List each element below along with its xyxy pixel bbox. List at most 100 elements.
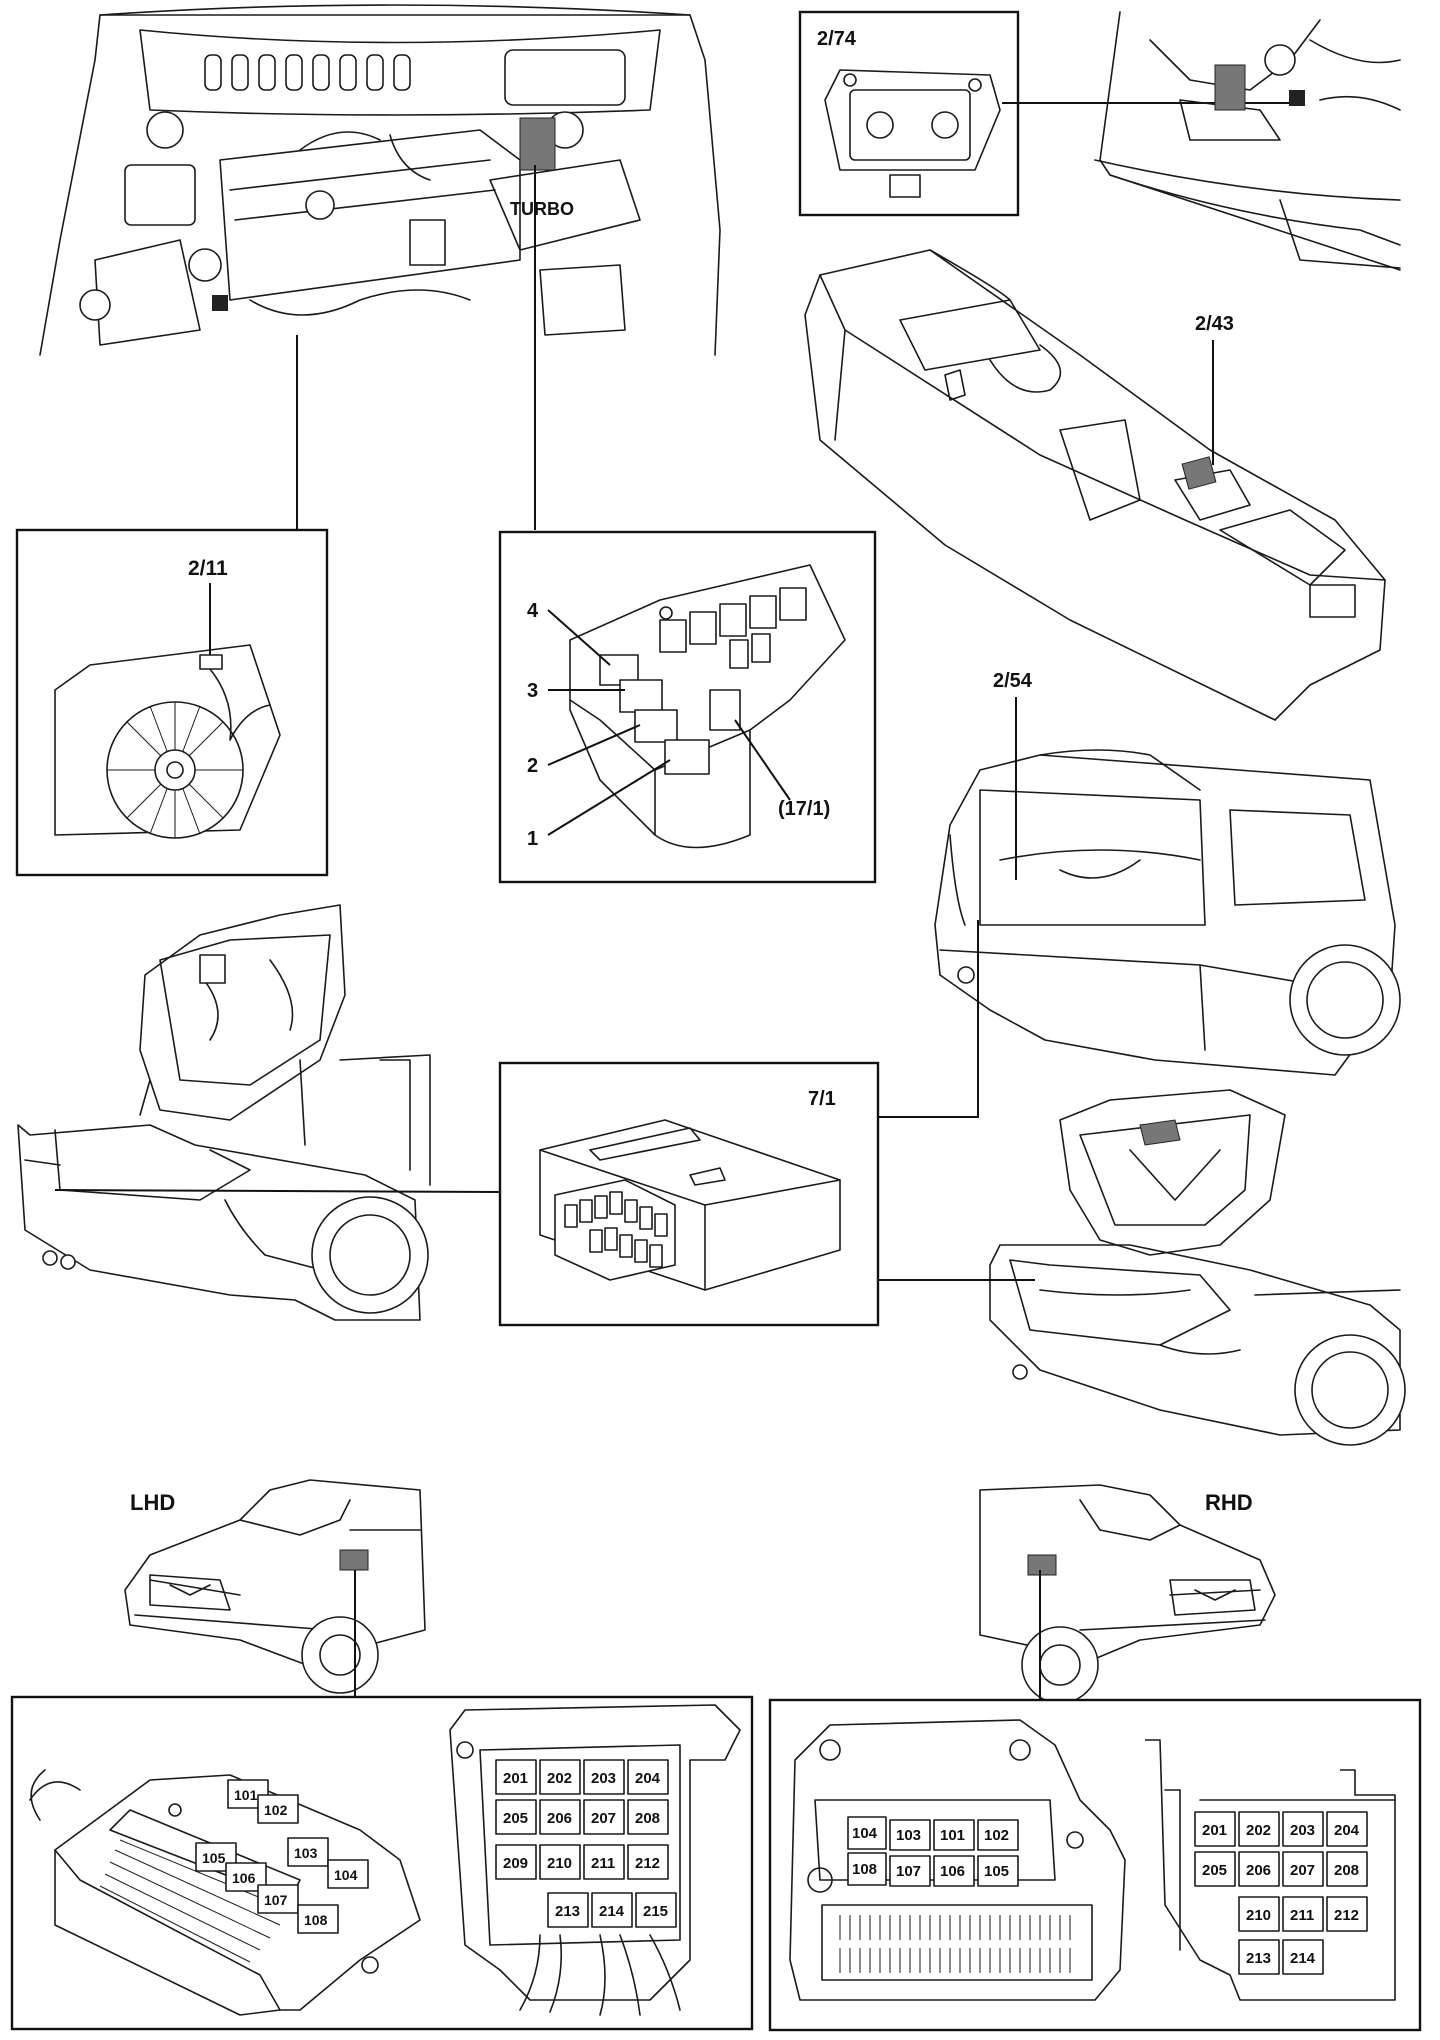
rhd-fuse-relay-box: 104 103 101 102 108 107 106 105: [768, 1698, 1422, 2032]
label-relay-1: 1: [527, 828, 538, 850]
wheel-sedan: [311, 1196, 429, 1314]
label-rhd-211: 211: [1290, 1907, 1314, 1924]
label-rhd-106: 106: [940, 1863, 965, 1880]
relays-1-4: [599, 654, 741, 775]
leader-7-1-estate: [878, 920, 979, 1118]
relay-104: [847, 1816, 887, 1850]
fuse-214: [591, 1892, 633, 1928]
grille-slots: [204, 54, 411, 91]
center-console-illustration: [804, 249, 1386, 721]
label-208: 208: [635, 1810, 660, 1827]
label-2-11: 2/11: [188, 557, 228, 580]
label-rhd-205: 205: [1202, 1862, 1227, 1879]
fuse-208: [627, 1799, 669, 1835]
engine-detail-illustration: [1094, 11, 1401, 271]
coupe-rear-illustration: [989, 1089, 1406, 1446]
svg-text:TURBO: TURBO: [510, 199, 574, 219]
lhd-car-illustration: [124, 1479, 426, 1694]
relay-2: [634, 709, 678, 743]
relay-3: [619, 679, 663, 713]
wheel-coupe: [1294, 1334, 1406, 1446]
label-211: 211: [591, 1855, 615, 1872]
relay-101: [933, 1819, 975, 1851]
fuse-209: [495, 1844, 537, 1880]
fuse-rhd-206: [1238, 1851, 1280, 1887]
label-106: 106: [232, 1870, 256, 1886]
fuse-215: [635, 1892, 677, 1928]
label-202: 202: [547, 1770, 572, 1787]
fuse-212: [627, 1844, 669, 1880]
fuse-202: [539, 1759, 581, 1795]
relay-104: [327, 1859, 369, 1889]
label-relay-4: 4: [527, 600, 539, 622]
label-103: 103: [294, 1845, 318, 1861]
label-214: 214: [599, 1903, 625, 1920]
fuse-rhd-201: [1194, 1811, 1236, 1847]
fuse-rhd-208: [1326, 1851, 1368, 1887]
fuse-rhd-204: [1326, 1811, 1368, 1847]
label-rhd-212: 212: [1334, 1907, 1359, 1924]
fuse-210: [539, 1844, 581, 1880]
label-rhd-204: 204: [1334, 1822, 1360, 1839]
label-rhd-102: 102: [984, 1827, 1009, 1844]
fuse-213: [547, 1892, 589, 1928]
label-210: 210: [547, 1855, 572, 1872]
fuse-rhd-203: [1282, 1811, 1324, 1847]
callout-box-relay-box: 4 3 2 1 (17/1): [498, 530, 877, 884]
relay-105: [977, 1855, 1019, 1887]
relay-102: [977, 1819, 1019, 1851]
label-204: 204: [635, 1770, 661, 1787]
label-rhd: RHD: [1205, 1490, 1253, 1515]
label-102: 102: [264, 1802, 288, 1818]
label-215: 215: [643, 1903, 668, 1920]
fuse-205: [495, 1799, 537, 1835]
relay-102: [257, 1794, 299, 1824]
label-205: 205: [503, 1810, 528, 1827]
leader-7-1-sedan: [54, 1189, 501, 1193]
label-rhd-201: 201: [1202, 1822, 1227, 1839]
fuse-rhd-214: [1282, 1939, 1324, 1975]
label-107: 107: [264, 1892, 288, 1908]
fuse-rhd-213: [1238, 1939, 1280, 1975]
engine-bay-illustration: TURBO: [39, 4, 721, 356]
relay-108: [297, 1904, 339, 1934]
relay-103: [287, 1837, 329, 1867]
label-rhd-206: 206: [1246, 1862, 1271, 1879]
label-rhd-107: 107: [896, 1863, 921, 1880]
label-rhd-202: 202: [1246, 1822, 1271, 1839]
lhd-fuse-strip: [99, 1839, 291, 1963]
label-rhd-203: 203: [1290, 1822, 1315, 1839]
estate-rear-illustration: [934, 749, 1401, 1076]
label-relay-3: 3: [527, 680, 538, 702]
wheel-estate: [1289, 944, 1401, 1056]
label-relay-17-1: (17/1): [778, 798, 830, 820]
label-rhd-101: 101: [940, 1827, 965, 1844]
fuse-201: [495, 1759, 537, 1795]
label-7-1: 7/1: [808, 1088, 836, 1110]
label-2-54: 2/54: [993, 670, 1033, 692]
label-rhd-210: 210: [1246, 1907, 1271, 1924]
label-101: 101: [234, 1787, 258, 1803]
label-104: 104: [334, 1867, 358, 1883]
label-rhd-207: 207: [1290, 1862, 1315, 1879]
label-213: 213: [555, 1903, 580, 1920]
fuse-block-top: [659, 587, 807, 669]
label-2-43: 2/43: [1195, 313, 1234, 335]
rhd-car-illustration: [979, 1484, 1276, 1704]
label-rhd-208: 208: [1334, 1862, 1359, 1879]
fuse-207: [583, 1799, 625, 1835]
label-206: 206: [547, 1810, 572, 1827]
callout-box-2-74: 2/74: [798, 10, 1020, 217]
fuse-rhd-212: [1326, 1896, 1368, 1932]
callout-box-7-1: 7/1: [498, 1061, 880, 1327]
module-connector: [554, 1179, 676, 1281]
label-207: 207: [591, 1810, 616, 1827]
callout-box-2-11: 2/11: [15, 528, 329, 877]
label-212: 212: [635, 1855, 660, 1872]
label-105: 105: [202, 1850, 226, 1866]
label-rhd-213: 213: [1246, 1950, 1271, 1967]
rhd-relays: [847, 1816, 1019, 1887]
relay-107: [257, 1884, 299, 1914]
label-2-74: 2/74: [817, 28, 857, 50]
